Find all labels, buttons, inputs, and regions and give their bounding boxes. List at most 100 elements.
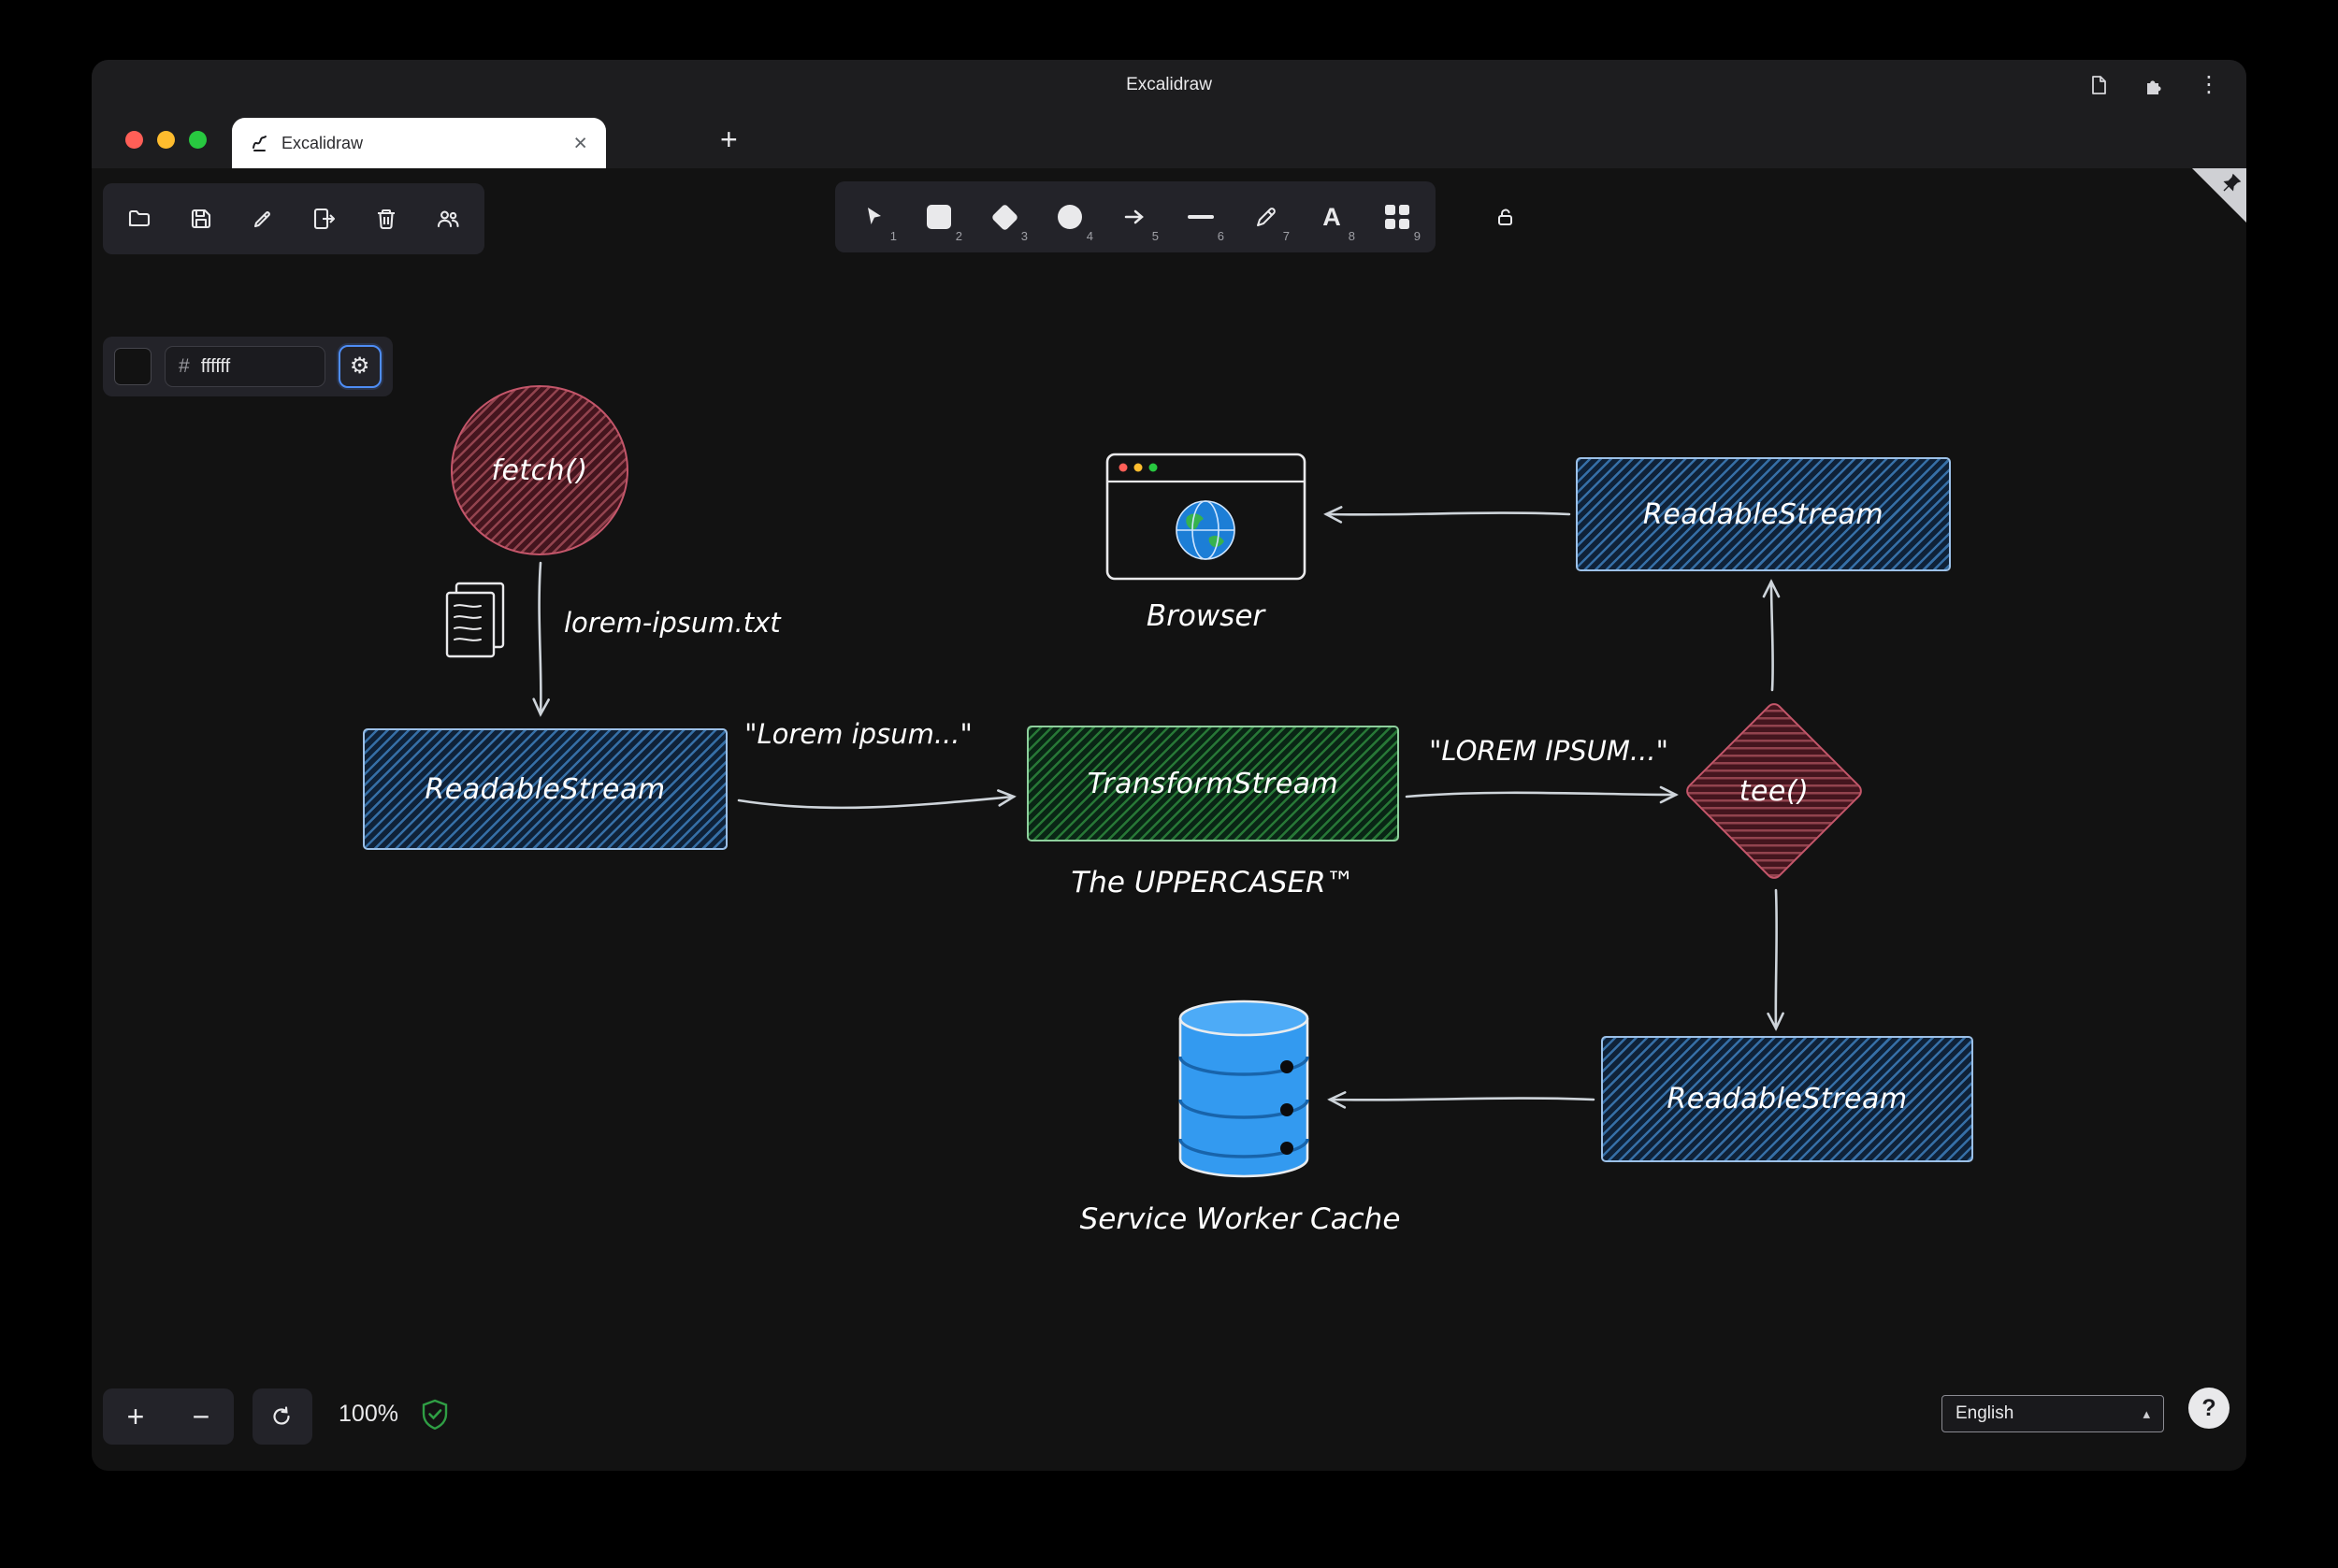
- tool-rectangle[interactable]: 2: [908, 186, 970, 248]
- diamond-icon: [990, 203, 1018, 231]
- browser-menu-icon[interactable]: ⋮: [2198, 72, 2220, 97]
- undo-reset-icon[interactable]: [270, 1404, 295, 1429]
- tool-selection[interactable]: 1: [843, 186, 904, 248]
- node-tee-label: tee(): [1739, 774, 1810, 808]
- shape-tools-island: 1 2 3 4 5 6 7: [835, 181, 1436, 252]
- node-fetch[interactable]: fetch(): [451, 385, 628, 555]
- language-selected: English: [1956, 1403, 2014, 1423]
- minimize-window-button[interactable]: [157, 131, 175, 149]
- file-actions-island: [103, 183, 484, 254]
- tool-hotkey: 4: [1086, 229, 1093, 243]
- rectangle-icon: [927, 205, 951, 229]
- label-browser[interactable]: Browser: [1146, 599, 1265, 633]
- zoom-in-button[interactable]: +: [126, 1399, 145, 1433]
- node-readablestream-top-label: ReadableStream: [1642, 497, 1884, 531]
- node-fetch-label: fetch(): [491, 453, 588, 487]
- ellipse-icon: [1058, 205, 1082, 229]
- people-icon: [437, 210, 459, 228]
- document-icon[interactable]: [2088, 75, 2109, 95]
- tool-hotkey: 3: [1020, 229, 1028, 243]
- unlock-icon: [1498, 209, 1512, 225]
- maximize-window-button[interactable]: [189, 131, 207, 149]
- node-readablestream-bottom[interactable]: ReadableStream: [1601, 1036, 1973, 1162]
- pencil-icon: [1257, 208, 1276, 226]
- titlebar-icons: ⋮: [2088, 60, 2220, 110]
- pages-icon[interactable]: [441, 580, 512, 666]
- tool-hotkey: 1: [889, 229, 897, 243]
- export-image-button[interactable]: [297, 192, 352, 246]
- tool-line[interactable]: 6: [1170, 186, 1232, 248]
- hex-color-field[interactable]: #: [165, 346, 325, 387]
- arrow-icon: [1124, 209, 1144, 224]
- canvas-color-island: # ⚙: [103, 337, 393, 396]
- new-tab-button[interactable]: +: [720, 122, 738, 156]
- zoom-island: + −: [103, 1388, 234, 1445]
- open-file-button[interactable]: [112, 192, 166, 246]
- reset-zoom-island: [253, 1388, 312, 1445]
- tool-diamond[interactable]: 3: [974, 186, 1035, 248]
- tab-excalidraw[interactable]: Excalidraw ×: [232, 118, 606, 168]
- color-settings-button[interactable]: ⚙: [338, 345, 382, 388]
- zoom-out-button[interactable]: −: [192, 1399, 210, 1433]
- tool-hotkey: 8: [1348, 229, 1355, 243]
- close-tab-icon[interactable]: ×: [573, 129, 587, 156]
- node-readablestream-left[interactable]: ReadableStream: [363, 728, 728, 850]
- cursor-icon: [868, 208, 881, 224]
- gear-icon: ⚙: [349, 353, 370, 379]
- label-uppercaser-caption[interactable]: The UPPERCASER™: [1071, 866, 1355, 899]
- hex-prefix: #: [179, 355, 190, 377]
- tool-hotkey: 7: [1282, 229, 1290, 243]
- keep-tool-active-button[interactable]: [1485, 196, 1526, 237]
- tool-draw[interactable]: 7: [1235, 186, 1297, 248]
- language-select[interactable]: English ▴: [1941, 1395, 2164, 1432]
- pin-icon: [2223, 173, 2242, 192]
- help-button[interactable]: ?: [2188, 1388, 2230, 1429]
- browser-icon[interactable]: [1104, 452, 1307, 582]
- tool-arrow[interactable]: 5: [1104, 186, 1166, 248]
- save-disk-icon: [191, 209, 211, 229]
- line-icon: [1188, 215, 1214, 219]
- edge-label-lorem-ipsum-upper[interactable]: "LOREM IPSUM...": [1429, 735, 1668, 767]
- browser-window: Excalidraw ⋮ Excalidraw × +: [92, 60, 2246, 1471]
- titlebar: Excalidraw ⋮: [92, 60, 2246, 110]
- database-cylinder-icon[interactable]: [1176, 999, 1312, 1179]
- window-title: Excalidraw: [1126, 75, 1212, 94]
- node-readablestream-bottom-label: ReadableStream: [1667, 1083, 1908, 1115]
- tool-library[interactable]: 9: [1366, 186, 1428, 248]
- tool-hotkey: 5: [1151, 229, 1159, 243]
- label-lorem-ipsum-file[interactable]: lorem-ipsum.txt: [564, 607, 781, 639]
- tab-strip: Excalidraw × +: [92, 110, 2246, 168]
- window-controls: [125, 131, 207, 149]
- trash-icon: [378, 209, 395, 230]
- close-window-button[interactable]: [125, 131, 143, 149]
- zoom-level[interactable]: 100%: [339, 1401, 398, 1427]
- tool-hotkey: 9: [1413, 229, 1421, 243]
- encryption-shield-icon[interactable]: [421, 1399, 449, 1435]
- canvas-background-swatch[interactable]: [114, 348, 152, 385]
- label-service-worker-cache[interactable]: Service Worker Cache: [1079, 1202, 1401, 1236]
- select-caret-icon: ▴: [2143, 1406, 2150, 1422]
- collaborators-button[interactable]: [421, 192, 475, 246]
- tool-ellipse[interactable]: 4: [1039, 186, 1101, 248]
- tab-favicon: [253, 136, 267, 151]
- save-as-button[interactable]: [236, 192, 290, 246]
- pen-icon: [253, 211, 270, 228]
- node-tee[interactable]: tee(): [1682, 698, 1866, 884]
- reset-canvas-button[interactable]: [359, 192, 413, 246]
- folder-open-icon: [128, 209, 151, 227]
- tab-label: Excalidraw: [281, 133, 364, 152]
- node-transformstream-label: TransformStream: [1087, 767, 1339, 800]
- tool-hotkey: 6: [1217, 229, 1224, 243]
- extensions-puzzle-icon[interactable]: [2143, 75, 2164, 96]
- hex-color-input[interactable]: [200, 355, 311, 378]
- tool-hotkey: 2: [955, 229, 962, 243]
- save-button[interactable]: [174, 192, 228, 246]
- node-readablestream-left-label: ReadableStream: [425, 772, 666, 806]
- text-tool-icon: A: [1322, 202, 1341, 231]
- library-grid-icon: [1385, 205, 1409, 229]
- export-icon: [313, 208, 335, 230]
- tool-text[interactable]: A 8: [1301, 186, 1363, 248]
- node-transformstream[interactable]: TransformStream: [1027, 726, 1399, 842]
- edge-label-lorem-ipsum[interactable]: "Lorem ipsum...": [744, 718, 973, 750]
- node-readablestream-top[interactable]: ReadableStream: [1576, 457, 1951, 571]
